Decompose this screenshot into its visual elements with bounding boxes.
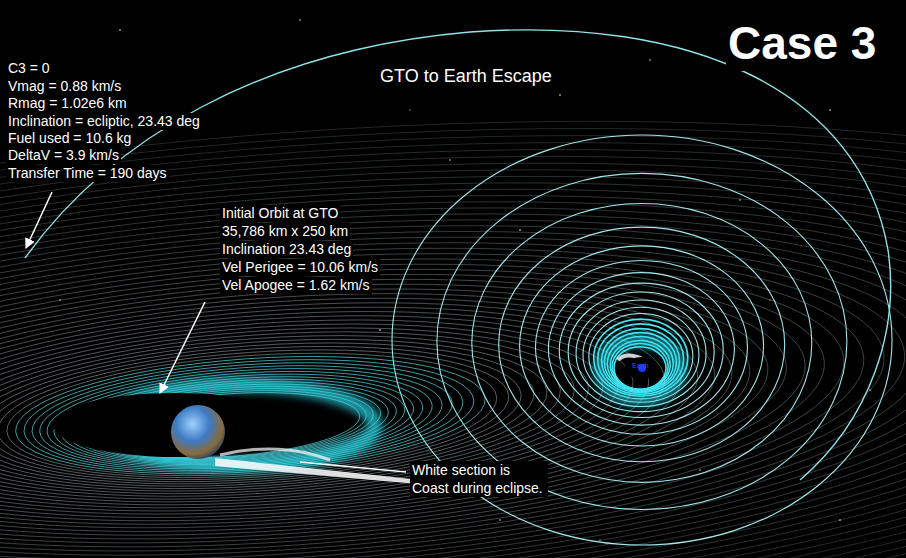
orbit-ring (0, 164, 906, 558)
orbit-ring (0, 58, 906, 558)
orbit-ring (0, 299, 624, 518)
orbit-note: Vel Perigee = 10.06 km/s (220, 259, 380, 276)
orbit-ring (0, 117, 906, 558)
orbit-ring (0, 238, 814, 558)
orbit-ring (0, 219, 873, 558)
orbit-ring (0, 101, 906, 558)
orbit-ring (0, 93, 906, 558)
orbit-ring (0, 256, 758, 549)
orbit-ring (0, 212, 894, 558)
orbit-ring (0, 125, 906, 558)
result-value: Vmag = 0.88 km/s (6, 78, 123, 95)
eclipse-shadow (625, 357, 659, 379)
coast-section (220, 449, 330, 460)
orbit-ring (0, 141, 906, 558)
orbit-ring (0, 294, 639, 521)
orbit-ring (0, 225, 853, 558)
orbit-ring (437, 173, 847, 509)
body-name: Earth (630, 362, 651, 370)
orbit-ring (0, 67, 906, 558)
orbit-ring (0, 192, 906, 558)
orbit-ring (583, 307, 699, 402)
result-value: Fuel used = 10.6 kg (6, 130, 133, 147)
leader-line (300, 462, 406, 472)
orbit-ring (0, 318, 565, 505)
case-label: Case 3 (726, 16, 878, 71)
orbit-ring (0, 289, 655, 525)
orbit-ring (0, 149, 906, 558)
earth-globe (171, 405, 225, 459)
coast-section (215, 458, 440, 486)
orbit-ring (0, 156, 906, 558)
orbit-ring (0, 304, 609, 514)
orbit-ring (0, 322, 552, 501)
coast-note: White section is Coast during eclipse. (410, 461, 548, 497)
orbit-ring (535, 260, 747, 434)
orbit-ring (576, 300, 706, 407)
orbit-ring (0, 109, 906, 558)
diagram-title: GTO to Earth Escape (378, 66, 554, 88)
orbit-note: Initial Orbit at GTO (220, 205, 340, 222)
orbit-ring (0, 278, 688, 532)
orbit-ring (0, 232, 833, 558)
orbit-ring (0, 133, 906, 558)
orbit-ring (20, 346, 477, 485)
orbit-ring (548, 273, 734, 426)
orbit-ring (0, 199, 906, 558)
orbit-note: Vel Apogee = 1.62 km/s (220, 277, 372, 294)
orbit-note: 35,786 km x 250 km (220, 223, 350, 240)
perspective-spiral (0, 58, 906, 558)
leader-arrow (160, 302, 205, 393)
orbit-ring (0, 84, 906, 558)
result-value: Transfer Time = 190 days (6, 165, 169, 182)
orbit-ring (614, 347, 666, 390)
orbit-ring (0, 262, 740, 545)
orbit-note: Inclination 23.43 deg (220, 241, 353, 258)
orbit-ring (0, 267, 722, 540)
result-value: Rmag = 1.02e6 km (6, 95, 129, 112)
result-value: C3 = 0 (6, 60, 52, 77)
result-value: DeltaV = 3.9 km/s (6, 147, 121, 164)
orbit-ring (0, 76, 906, 558)
orbit-ring (0, 308, 594, 510)
spiral-glow (600, 340, 680, 400)
leader-arrow (26, 192, 52, 248)
result-value: Inclination = ecliptic, 23.43 deg (6, 113, 202, 130)
